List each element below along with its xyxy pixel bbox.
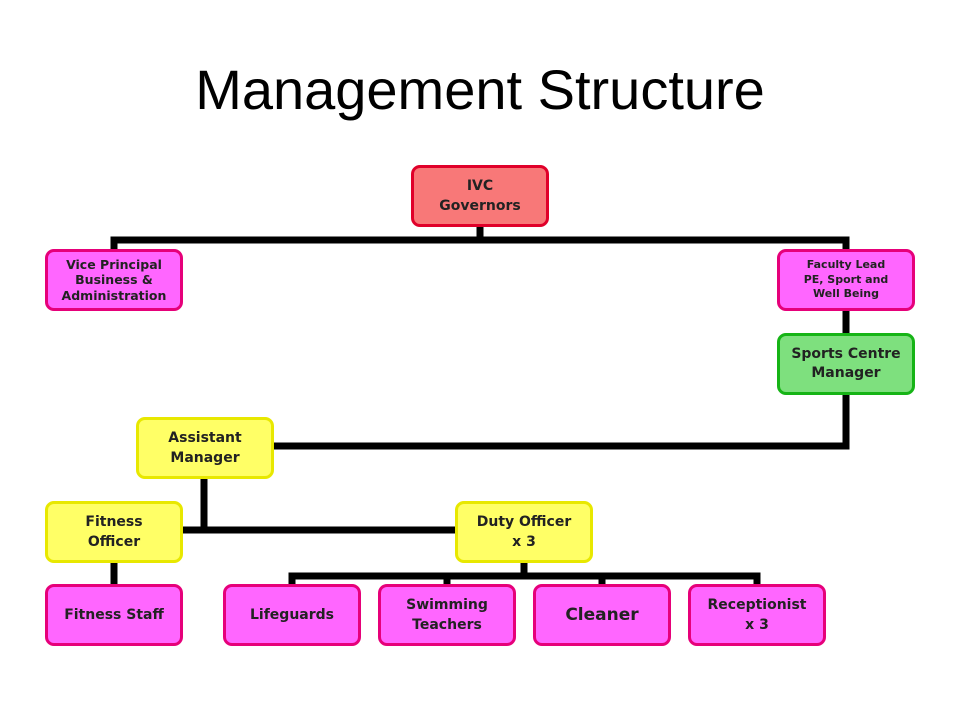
node-cleaner: Cleaner: [533, 584, 671, 646]
node-assistant-manager: Assistant Manager: [136, 417, 274, 479]
node-faculty-lead: Faculty Lead PE, Sport and Well Being: [777, 249, 915, 311]
node-duty-officer: Duty Officer x 3: [455, 501, 593, 563]
node-receptionist: Receptionist x 3: [688, 584, 826, 646]
node-swimming-teachers: Swimming Teachers: [378, 584, 516, 646]
node-lifeguards: Lifeguards: [223, 584, 361, 646]
node-vice-principal: Vice Principal Business & Administration: [45, 249, 183, 311]
connector-assistant-manager: [268, 390, 850, 450]
node-ivc-governors: IVC Governors: [411, 165, 549, 227]
page-title: Management Structure: [195, 58, 765, 121]
node-sports-centre-manager: Sports Centre Manager: [777, 333, 915, 395]
node-fitness-officer: Fitness Officer: [45, 501, 183, 563]
node-fitness-staff: Fitness Staff: [45, 584, 183, 646]
